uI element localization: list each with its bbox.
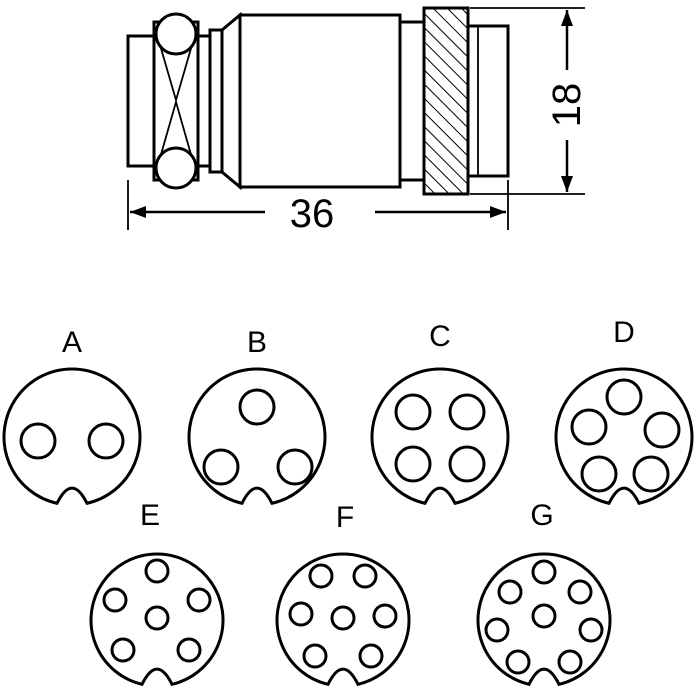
pin-hole <box>605 378 643 416</box>
pin-hole <box>570 408 608 446</box>
pin-hole <box>288 601 314 627</box>
pin-hole <box>394 393 432 431</box>
pin-hole <box>632 455 670 493</box>
pin-hole <box>484 617 510 643</box>
pin-hole <box>110 637 136 663</box>
pin-hole <box>102 587 128 613</box>
nut-round-top <box>154 12 198 56</box>
pin-hole <box>144 558 170 584</box>
pin-hole <box>448 393 486 431</box>
connector-label: A <box>62 326 82 359</box>
connector-faces: A B C D E F G <box>2 316 694 687</box>
connector-face-e: E <box>89 499 225 687</box>
pin-hole <box>448 445 486 483</box>
coupling-ring-hatched <box>422 6 470 196</box>
pin-hole <box>531 559 557 585</box>
height-value: 18 <box>545 83 589 128</box>
pin-hole <box>394 445 432 483</box>
connector-face-f: F <box>275 501 411 687</box>
connector-label: E <box>140 499 160 532</box>
connector-shell <box>370 367 510 506</box>
pin-hole <box>276 448 314 486</box>
pin-hole <box>302 643 328 669</box>
nut-round-bottom <box>154 146 198 190</box>
connector-body <box>238 13 402 189</box>
connector-face-g: G <box>476 499 612 687</box>
connector-label: C <box>429 320 451 353</box>
pin-hole <box>144 605 170 631</box>
pin-hole <box>505 649 531 675</box>
pin-hole <box>372 603 398 629</box>
pin-hole <box>531 603 557 629</box>
pin-hole <box>19 422 57 460</box>
pin-hole <box>238 388 276 426</box>
pin-hole <box>358 643 384 669</box>
pin-hole <box>330 605 356 631</box>
connector-label: F <box>336 501 354 534</box>
connector-side-view <box>126 6 510 196</box>
pin-hole <box>497 579 523 605</box>
connector-label: G <box>530 499 553 532</box>
pin-hole <box>202 448 240 486</box>
pin-hole <box>580 455 618 493</box>
pin-hole <box>87 422 125 460</box>
connector-face-d: D <box>554 316 694 506</box>
pin-hole <box>567 579 593 605</box>
pin-hole <box>578 617 604 643</box>
length-dimension: 36 <box>127 180 509 236</box>
pin-hole <box>557 649 583 675</box>
connector-face-c: C <box>370 320 510 506</box>
connector-shell <box>2 367 142 506</box>
front-sleeve <box>466 24 510 178</box>
rear-nut <box>126 34 156 168</box>
length-value: 36 <box>290 192 335 236</box>
pin-hole <box>176 637 202 663</box>
connector-face-b: B <box>187 326 327 506</box>
pin-hole <box>643 411 681 449</box>
connector-label: B <box>247 326 267 359</box>
connector-face-a: A <box>2 326 142 506</box>
height-dimension: 18 <box>470 7 589 195</box>
pin-hole <box>308 563 334 589</box>
connector-label: D <box>613 316 635 349</box>
pin-hole <box>352 563 378 589</box>
pin-hole <box>186 587 212 613</box>
